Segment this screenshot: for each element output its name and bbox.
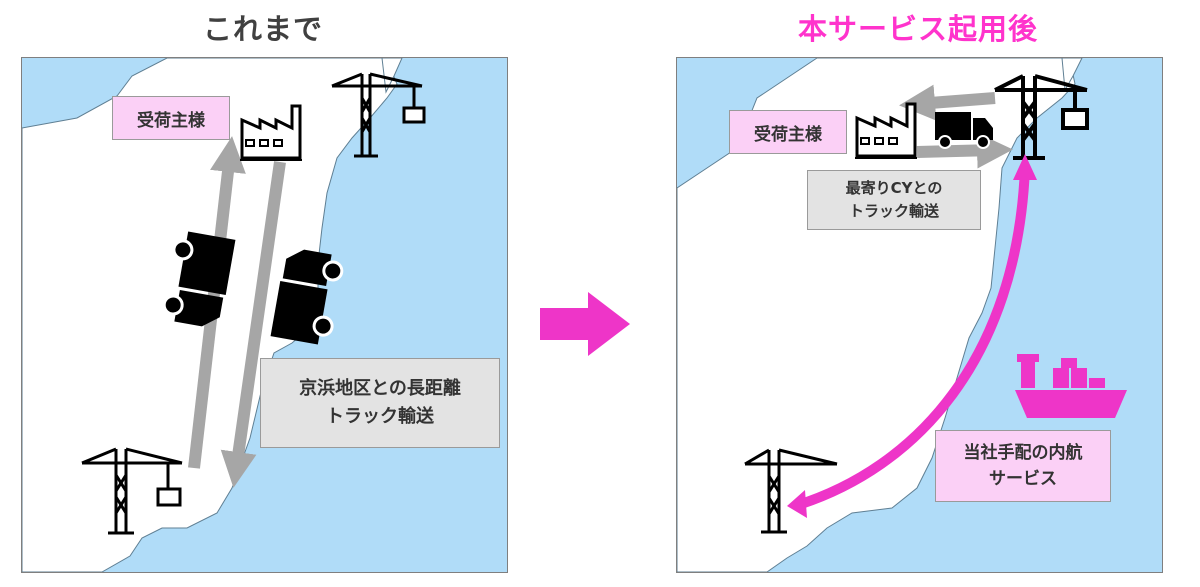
crane-icon — [331, 72, 426, 158]
land-north — [381, 58, 403, 94]
arrow-right-icon — [540, 292, 630, 356]
consignee-label: 受荷主様 — [729, 110, 847, 154]
panel-after: 受荷主様 最寄りCYとの トラック輸送 当社手配の内航 サービス — [676, 57, 1163, 573]
shipping-label-line1: 当社手配の内航 — [963, 443, 1083, 463]
route-label: 京浜地区との長距離 トラック輸送 — [260, 358, 500, 448]
factory-icon — [240, 104, 302, 161]
drayage-label: 最寄りCYとの トラック輸送 — [807, 170, 981, 230]
title-before: これまで — [202, 12, 323, 46]
drayage-arrows — [899, 84, 1013, 169]
crane-icon — [81, 447, 183, 535]
curved-arrow-icon — [787, 154, 1037, 518]
shipping-label: 当社手配の内航 サービス — [935, 430, 1111, 502]
ship-icon — [1015, 354, 1127, 418]
truck-icon — [162, 231, 236, 327]
route-label-line2: トラック輸送 — [326, 406, 434, 427]
crane-icon — [744, 448, 838, 534]
title-after: 本サービス起用後 — [797, 12, 1038, 46]
land-north — [1061, 58, 1083, 92]
shipping-label-line2: サービス — [989, 469, 1057, 489]
truck-icon — [270, 249, 344, 345]
route-label-line1: 京浜地区との長距離 — [299, 378, 461, 399]
panel-before: 受荷主様 京浜地区との長距離 トラック輸送 — [21, 57, 508, 573]
drayage-label-line1: 最寄りCYとの — [845, 179, 943, 197]
consignee-label: 受荷主様 — [112, 96, 230, 140]
map-before — [22, 58, 507, 572]
truck-icon — [935, 112, 993, 149]
drayage-label-line2: トラック輸送 — [848, 202, 939, 220]
factory-icon — [855, 102, 917, 159]
crane-icon — [994, 74, 1089, 160]
